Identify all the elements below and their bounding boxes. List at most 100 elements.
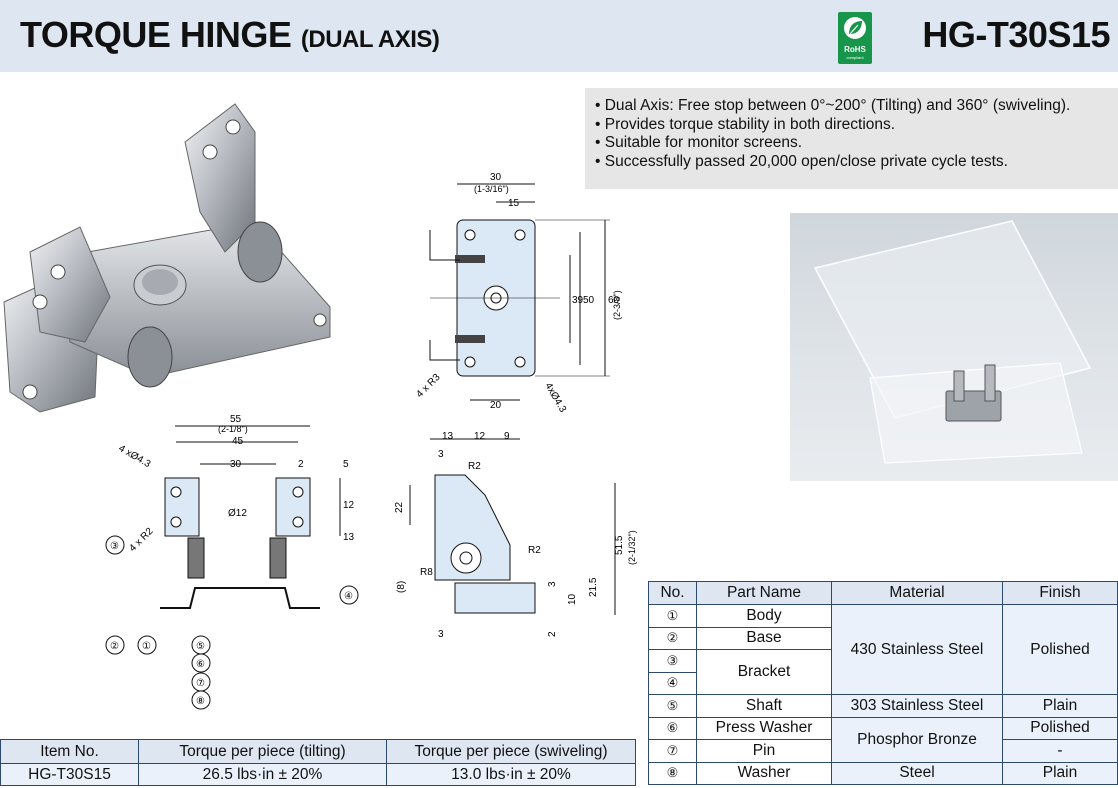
dim-5: 5 xyxy=(343,459,349,470)
dim-3b: 3 xyxy=(547,581,558,587)
th-torque-swiveling: Torque per piece (swiveling) xyxy=(386,739,636,764)
balloon-1: ① xyxy=(142,641,151,652)
balloon-3: ③ xyxy=(110,541,119,552)
dim-55-in: (2-1/8") xyxy=(218,424,248,434)
monitor-hinge-photo xyxy=(813,220,1092,464)
page-title: TORQUE HINGE (DUAL AXIS) xyxy=(20,14,440,55)
dim-51-5-in: (2-1/32") xyxy=(627,530,637,565)
dim-dia12: Ø12 xyxy=(228,508,247,519)
cell-material: Steel xyxy=(831,761,1003,785)
dim-50: 50 xyxy=(583,295,595,306)
th-no: No. xyxy=(648,581,697,605)
dim-3c: 3 xyxy=(438,629,444,640)
cell-finish: - xyxy=(1002,739,1118,763)
model-number: HG-T30S15 xyxy=(922,14,1110,55)
th-item-no: Item No. xyxy=(0,739,139,764)
front-view-drawing: 30 (1-3/16") 15 39 50 60 (2-3/8") 20 4 x… xyxy=(414,172,622,415)
cell-material: 430 Stainless Steel xyxy=(831,604,1003,695)
feature-item: Successfully passed 20,000 open/close pr… xyxy=(595,153,1118,172)
dim-2: 2 xyxy=(298,459,304,470)
dim-15: 15 xyxy=(508,198,520,209)
torque-table: Item No. Torque per piece (tilting) Torq… xyxy=(0,739,636,786)
th-torque-tilting: Torque per piece (tilting) xyxy=(138,739,387,764)
dim-8: (8) xyxy=(396,581,407,593)
balloon-6: ⑥ xyxy=(196,659,205,670)
dim-30-in: (1-3/16") xyxy=(474,184,509,194)
dim-12: 12 xyxy=(343,500,355,511)
dim-r2a: R2 xyxy=(468,461,481,472)
cell-no: ⑦ xyxy=(648,739,697,763)
page-subtitle: (DUAL AXIS) xyxy=(300,26,440,53)
balloon-7: ⑦ xyxy=(196,678,205,689)
balloon-5: ⑤ xyxy=(196,641,205,652)
cell-no: ③ xyxy=(648,649,697,673)
cell-no: ④ xyxy=(648,671,697,695)
cell-finish: Polished xyxy=(1002,716,1118,740)
dim-55: 55 xyxy=(230,414,242,425)
dim-3a: 3 xyxy=(438,449,444,460)
cell-no: ⑤ xyxy=(648,694,697,718)
th-material: Material xyxy=(831,581,1003,605)
dim-hole: 4xØ4.3 xyxy=(542,381,568,415)
feature-item: Suitable for monitor screens. xyxy=(595,134,1118,153)
cell-part-name: Pin xyxy=(696,739,832,763)
dim-60-in: (2-3/8") xyxy=(612,290,622,320)
side-view-drawing: 13 12 9 3 R2 22 R2 R8 (8) 3 10 21.5 51.5… xyxy=(394,431,637,640)
feature-item: Dual Axis: Free stop between 0°~200° (Ti… xyxy=(595,97,1118,116)
cell-part-name: Body xyxy=(696,604,832,628)
feature-list: Dual Axis: Free stop between 0°~200° (Ti… xyxy=(585,88,1118,189)
cell-no: ① xyxy=(648,604,697,628)
cell-no: ⑧ xyxy=(648,761,697,785)
th-part-name: Part Name xyxy=(696,581,832,605)
cell-finish: Plain xyxy=(1002,694,1118,718)
feature-item: Provides torque stability in both direct… xyxy=(595,116,1118,135)
balloon-8: ⑧ xyxy=(196,696,205,707)
th-finish: Finish xyxy=(1002,581,1118,605)
cell-torque-tilting: 26.5 lbs·in ± 20% xyxy=(138,763,387,786)
cell-finish: Plain xyxy=(1002,761,1118,785)
header-band: TORQUE HINGE (DUAL AXIS) RoHS compliant … xyxy=(0,0,1118,72)
cell-material: Phosphor Bronze xyxy=(831,716,1003,763)
dim-9: 9 xyxy=(504,431,510,442)
cell-part-name: Shaft xyxy=(696,694,832,718)
dim-20: 20 xyxy=(490,400,502,411)
rohs-label: RoHS xyxy=(844,45,866,54)
dim-12-s: 12 xyxy=(474,431,486,442)
dim-30-b: 30 xyxy=(230,459,242,470)
cell-finish: Polished xyxy=(1002,604,1118,695)
cell-item-no: HG-T30S15 xyxy=(0,763,139,786)
dim-13: 13 xyxy=(343,532,355,543)
dim-r2: 4 x R2 xyxy=(127,526,156,555)
dim-21-5: 21.5 xyxy=(588,577,599,597)
dim-r3: 4 x R3 xyxy=(414,372,443,401)
bottom-view-drawing: 55 (2-1/8") 45 30 2 5 12 13 4 xØ4.3 4 x … xyxy=(105,414,359,710)
rohs-compliant: compliant xyxy=(846,55,864,60)
product-image xyxy=(3,103,331,413)
cell-part-name: Bracket xyxy=(696,649,832,695)
dim-r2b: R2 xyxy=(528,545,541,556)
cell-material: 303 Stainless Steel xyxy=(831,694,1003,718)
dim-r8: R8 xyxy=(420,567,433,578)
dim-60: 60 xyxy=(608,295,620,306)
cell-no: ⑥ xyxy=(648,716,697,740)
dim-45: 45 xyxy=(232,436,244,447)
application-photo xyxy=(790,213,1118,481)
balloon-2: ② xyxy=(110,641,119,652)
dim-30: 30 xyxy=(490,172,502,183)
dim-10: 10 xyxy=(567,593,578,605)
balloon-4: ④ xyxy=(344,591,353,602)
rohs-badge: RoHS compliant xyxy=(838,12,872,64)
cell-part-name: Washer xyxy=(696,761,832,785)
cell-part-name: Press Washer xyxy=(696,716,832,740)
cell-torque-swiveling: 13.0 lbs·in ± 20% xyxy=(386,763,636,786)
cell-part-name: Base xyxy=(696,626,832,650)
dim-13-s: 13 xyxy=(442,431,454,442)
dim-hole-b: 4 xØ4.3 xyxy=(117,443,153,470)
dim-2-s: 2 xyxy=(547,631,558,637)
dim-51-5: 51.5 xyxy=(614,535,625,555)
leaf-icon xyxy=(844,17,866,39)
parts-table: No. Part Name Material Finish ① Body 430… xyxy=(648,581,1118,785)
dim-39: 39 xyxy=(572,295,584,306)
dim-22: 22 xyxy=(394,501,405,513)
cell-no: ② xyxy=(648,626,697,650)
